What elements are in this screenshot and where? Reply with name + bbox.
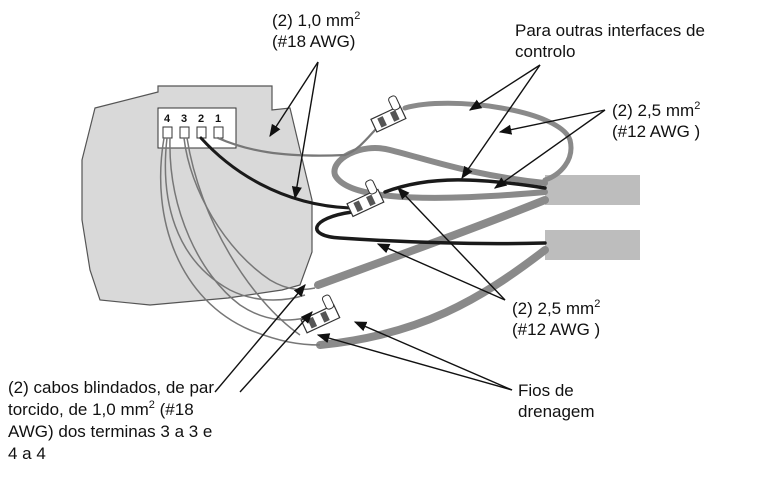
terminal-label-4: 4 (164, 113, 171, 125)
connector-top (370, 95, 407, 133)
label-top-wire: (2) 1,0 mm2 (#18 AWG) (272, 10, 361, 52)
black-wire-loop (315, 210, 547, 246)
terminal-block: 4 3 2 1 (157, 107, 237, 149)
label-right-wire-lower: (2) 2,5 mm2 (#12 AWG ) (512, 298, 601, 340)
label-shielded-cables: (2) cabos blindados, de par torcido, de … (8, 378, 215, 463)
gray-wire-upper-loop (402, 100, 574, 183)
terminal-1 (213, 126, 224, 139)
label-drain-wires: Fios de drenagem (518, 381, 595, 421)
connector-bottom (300, 294, 341, 334)
terminal-4 (162, 126, 173, 139)
shielded-wire-4 (186, 137, 301, 336)
terminal-3 (179, 126, 190, 139)
shielded-wire-5 (159, 137, 321, 346)
terminal-label-3: 3 (181, 113, 187, 125)
conduit-upper (545, 175, 640, 205)
black-wire-from-terminal-2 (199, 136, 352, 210)
terminal-2 (196, 126, 207, 139)
label-other-interfaces: Para outras interfaces de controlo (515, 21, 705, 61)
connector-middle (346, 179, 385, 218)
conduit-lower (545, 230, 640, 260)
shielded-wire-2 (169, 137, 306, 321)
gray-wire-to-top-connector (331, 145, 548, 201)
control-device-body (81, 85, 313, 306)
gray-wire-lower-bundle-2 (316, 246, 549, 349)
leader-lines (214, 61, 606, 393)
thin-wire-from-terminal-1 (216, 123, 382, 157)
terminal-label-1: 1 (215, 113, 221, 125)
terminal-label-2: 2 (198, 113, 204, 125)
black-wire-upper (383, 178, 547, 194)
label-right-wire-upper: (2) 2,5 mm2 (#12 AWG ) (612, 100, 701, 142)
